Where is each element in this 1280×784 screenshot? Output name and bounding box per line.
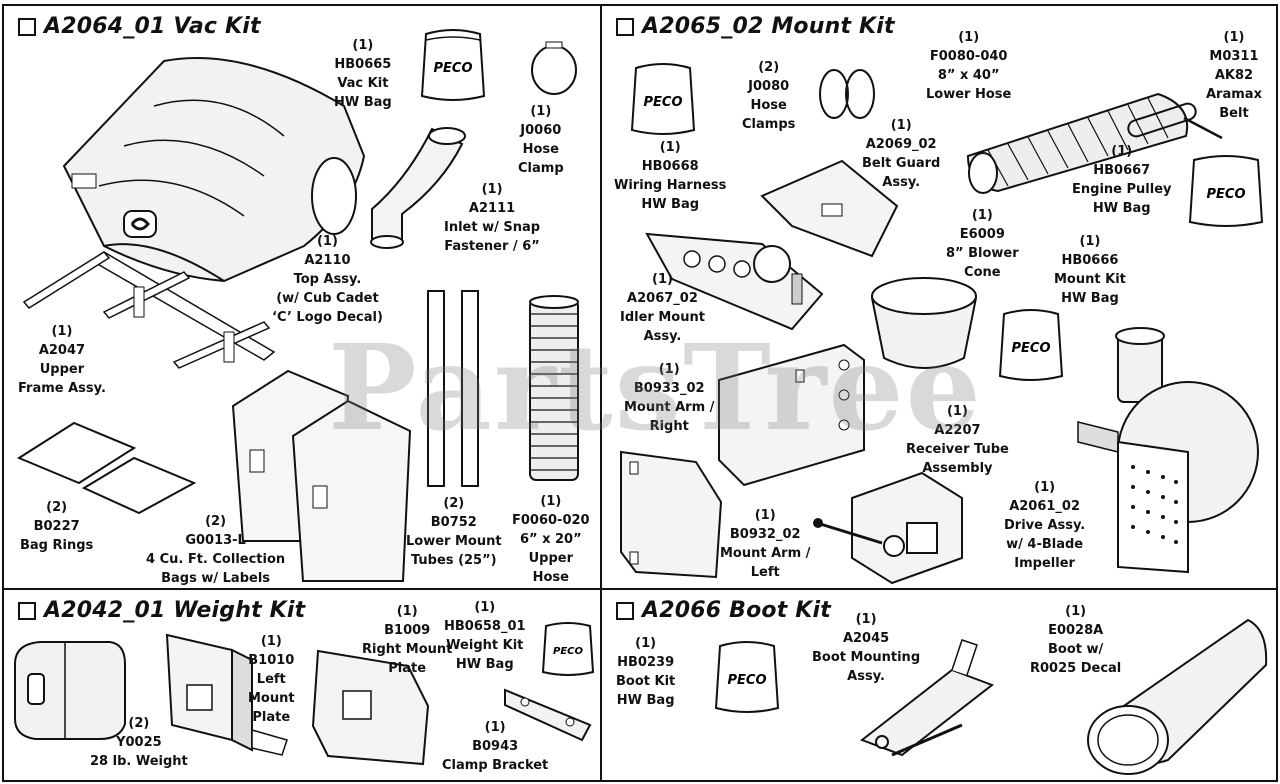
vac-kit-title: A2064_01 Vac Kit xyxy=(18,14,261,39)
mount-kit-title: A2065_02 Mount Kit xyxy=(616,14,895,39)
hose-clamps-illustration xyxy=(819,69,875,119)
weight-kit-bag-icon: PECO xyxy=(541,622,595,676)
weight-kit-checkbox[interactable] xyxy=(18,601,36,620)
hose-clamp-illustration xyxy=(531,41,577,95)
boot-mounting-illustration xyxy=(859,639,995,757)
weight-kit-title-text: A2042_01 Weight Kit xyxy=(44,598,306,623)
left-mount-plate-illustration xyxy=(165,633,288,756)
mount-kit-panel: A2065_02 Mount Kit PECO PECO PECO xyxy=(600,4,1278,590)
vac-hw-bag-icon: PECO xyxy=(420,29,486,101)
upper-hose-illustration xyxy=(529,295,579,481)
engine-pulley-bag-icon: PECO xyxy=(1188,155,1264,227)
boot-kit-title-text: A2066 Boot Kit xyxy=(642,598,831,623)
upper-frame-illustration xyxy=(22,251,276,369)
clamp-bracket-illustration xyxy=(504,688,592,742)
lower-mount-tubes-illustration xyxy=(427,290,479,487)
svg-text:PECO: PECO xyxy=(1207,187,1246,202)
mount-kit-title-text: A2065_02 Mount Kit xyxy=(642,14,895,39)
blower-cone-illustration xyxy=(870,277,978,369)
mount-arm-left-illustration xyxy=(620,450,723,579)
wiring-harness-bag-icon: PECO xyxy=(630,63,696,135)
vac-kit-checkbox[interactable] xyxy=(18,17,36,36)
receiver-tube-illustration xyxy=(813,471,963,585)
idler-mount-illustration xyxy=(645,232,824,331)
svg-text:PECO: PECO xyxy=(728,673,767,688)
boot-kit-bag-icon: PECO xyxy=(714,641,780,713)
weight-illustration xyxy=(14,641,126,740)
bag-rings-illustration xyxy=(16,421,197,514)
svg-text:PECO: PECO xyxy=(553,646,583,657)
lower-hose-illustration xyxy=(966,92,1189,194)
peco-logo-text: PECO xyxy=(434,61,473,76)
inlet-elbow-illustration xyxy=(370,127,466,249)
boot-kit-checkbox[interactable] xyxy=(616,601,634,620)
mount-kit-checkbox[interactable] xyxy=(616,17,634,36)
vac-kit-panel: A2064_01 Vac Kit xyxy=(2,4,602,590)
mount-kit-bag-icon: PECO xyxy=(998,309,1064,381)
mount-arm-right-illustration xyxy=(718,343,865,487)
belt-guard-illustration xyxy=(760,159,899,258)
top-assy-illustration xyxy=(62,57,366,283)
vac-kit-title-text: A2064_01 Vac Kit xyxy=(44,14,261,39)
svg-text:PECO: PECO xyxy=(1012,341,1051,356)
collection-bags-illustration xyxy=(231,369,412,582)
weight-kit-title: A2042_01 Weight Kit xyxy=(18,598,305,623)
boot-illustration xyxy=(1087,618,1268,775)
boot-kit-title: A2066 Boot Kit xyxy=(616,598,831,623)
aramax-belt-illustration xyxy=(1127,102,1223,140)
drive-assembly-illustration xyxy=(1077,327,1259,574)
svg-text:PECO: PECO xyxy=(644,95,683,110)
right-mount-plate-illustration xyxy=(311,649,430,766)
